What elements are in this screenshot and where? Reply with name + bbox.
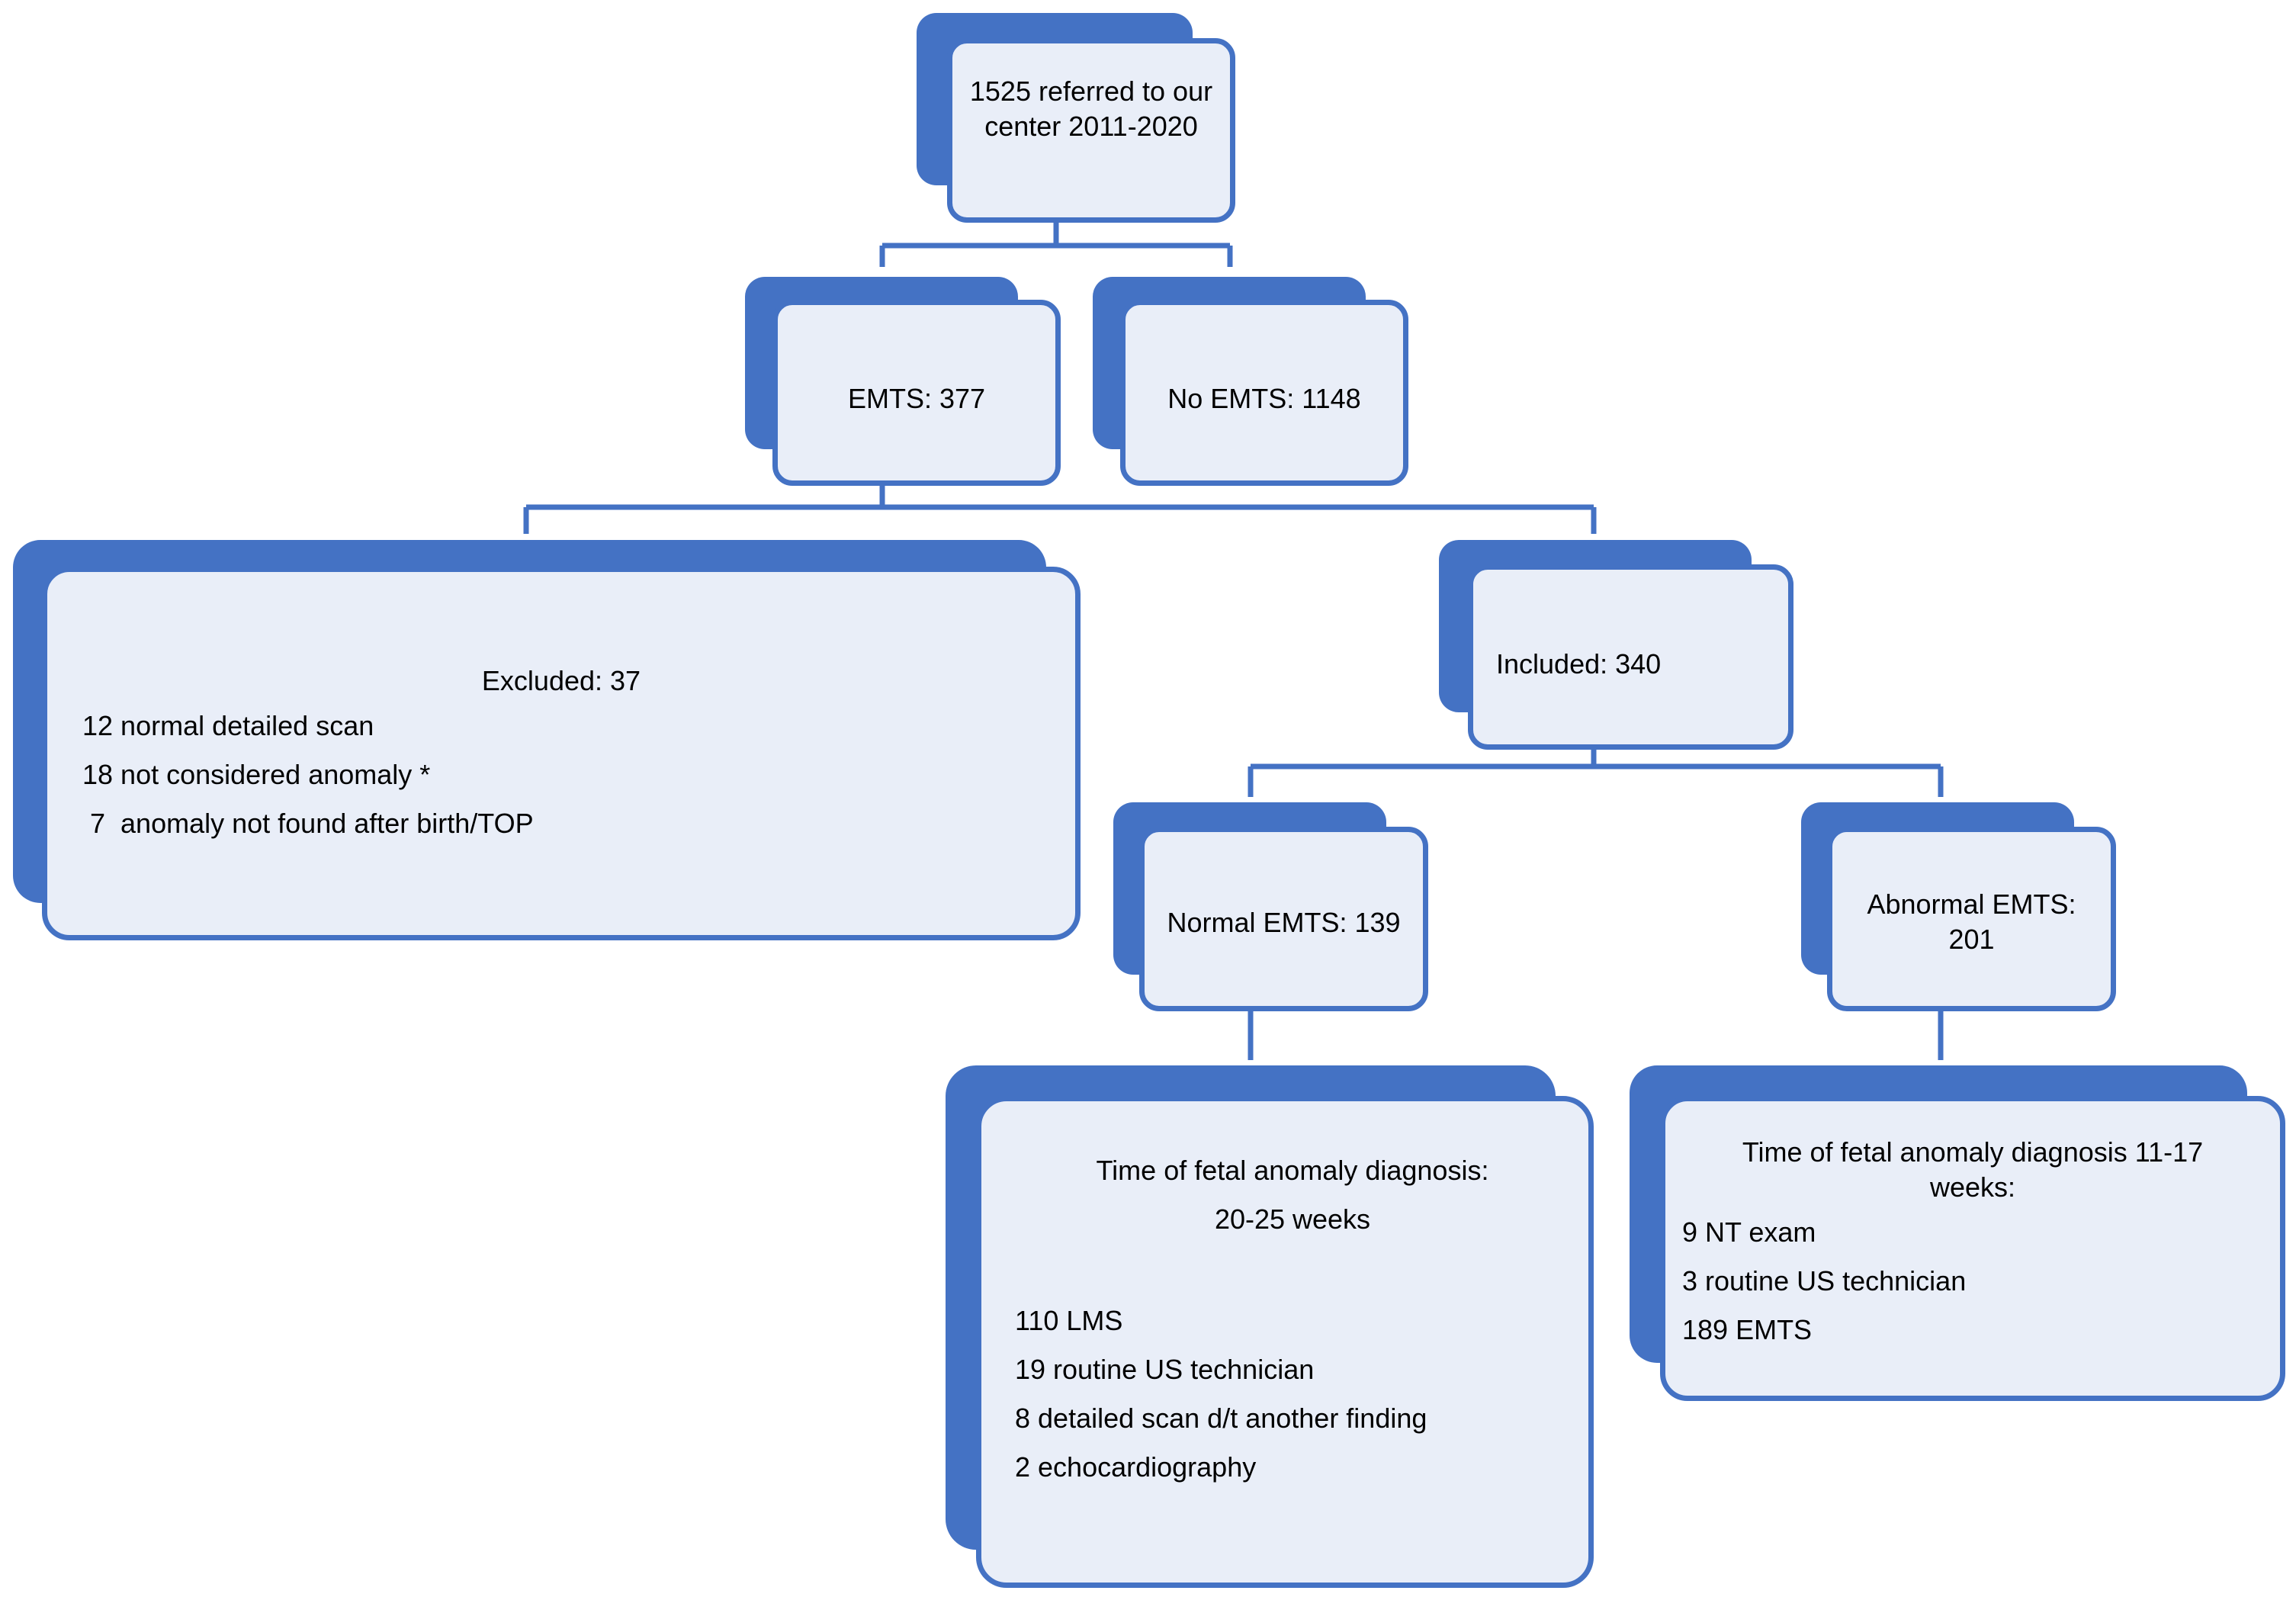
node-abnormal-diagnosis-details: 9 NT exam 3 routine US technician 189 EM… [1682,1208,1966,1354]
node-normal-diagnosis-details: 110 LMS 19 routine US technician 8 detai… [1015,1297,1427,1492]
node-no-emts: No EMTS: 1148 [1093,277,1408,486]
normal-diagnosis-line: 110 LMS [1015,1305,1123,1336]
normal-diagnosis-line: 19 routine US technician [1015,1354,1315,1385]
node-box: Excluded: 37 12 normal detailed scan 18 … [42,567,1081,940]
node-abnormal-emts: Abnormal EMTS: 201 [1801,802,2116,1011]
excluded-line: 18 not considered anomaly * [82,759,431,790]
node-included: Included: 340 [1439,540,1793,750]
excluded-line: 12 normal detailed scan [82,710,374,741]
node-abnormal-diagnosis-title: Time of fetal anomaly diagnosis 11-17 we… [1742,1136,2204,1203]
node-normal-diagnosis: Time of fetal anomaly diagnosis: 20-25 w… [946,1065,1594,1588]
normal-diagnosis-line: 2 echocardiography [1015,1451,1257,1483]
node-normal-diagnosis-title: Time of fetal anomaly diagnosis: [1096,1155,1489,1186]
node-abnormal-diagnosis: Time of fetal anomaly diagnosis 11-17 we… [1630,1065,2285,1401]
node-excluded: Excluded: 37 12 normal detailed scan 18 … [13,540,1081,940]
node-box: Abnormal EMTS: 201 [1827,827,2116,1011]
abnormal-diagnosis-line: 3 routine US technician [1682,1265,1967,1297]
node-box: Included: 340 [1468,564,1793,750]
abnormal-diagnosis-line: 189 EMTS [1682,1314,1813,1345]
node-box: 1525 referred to our center 2011-2020 [947,38,1235,223]
node-referred: 1525 referred to our center 2011-2020 [917,13,1235,223]
node-excluded-title: Excluded: 37 [481,665,641,696]
connector-root-to-level2 [879,217,1233,267]
node-box: EMTS: 377 [772,300,1061,486]
node-box: Time of fetal anomaly diagnosis 11-17 we… [1660,1096,2285,1401]
node-abnormal-emts-label: Abnormal EMTS: 201 [1867,888,2076,955]
node-box: No EMTS: 1148 [1120,300,1408,486]
node-normal-emts-label: Normal EMTS: 139 [1167,907,1401,938]
node-emts-label: EMTS: 377 [847,383,986,414]
node-box: Time of fetal anomaly diagnosis: 20-25 w… [976,1096,1594,1588]
node-no-emts-label: No EMTS: 1148 [1167,383,1361,414]
node-normal-emts: Normal EMTS: 139 [1113,802,1428,1011]
node-emts: EMTS: 377 [745,277,1061,486]
node-box: Normal EMTS: 139 [1139,827,1428,1011]
abnormal-diagnosis-line: 9 NT exam [1682,1216,1816,1248]
node-normal-diagnosis-subtitle: 20-25 weeks [1214,1203,1371,1235]
node-excluded-details: 12 normal detailed scan 18 not considere… [82,702,534,848]
excluded-line: 7 anomaly not found after birth/TOP [82,808,534,839]
node-referred-label: 1525 referred to our center 2011-2020 [969,76,1213,142]
node-included-label: Included: 340 [1496,648,1662,680]
normal-diagnosis-line: 8 detailed scan d/t another finding [1015,1403,1427,1434]
